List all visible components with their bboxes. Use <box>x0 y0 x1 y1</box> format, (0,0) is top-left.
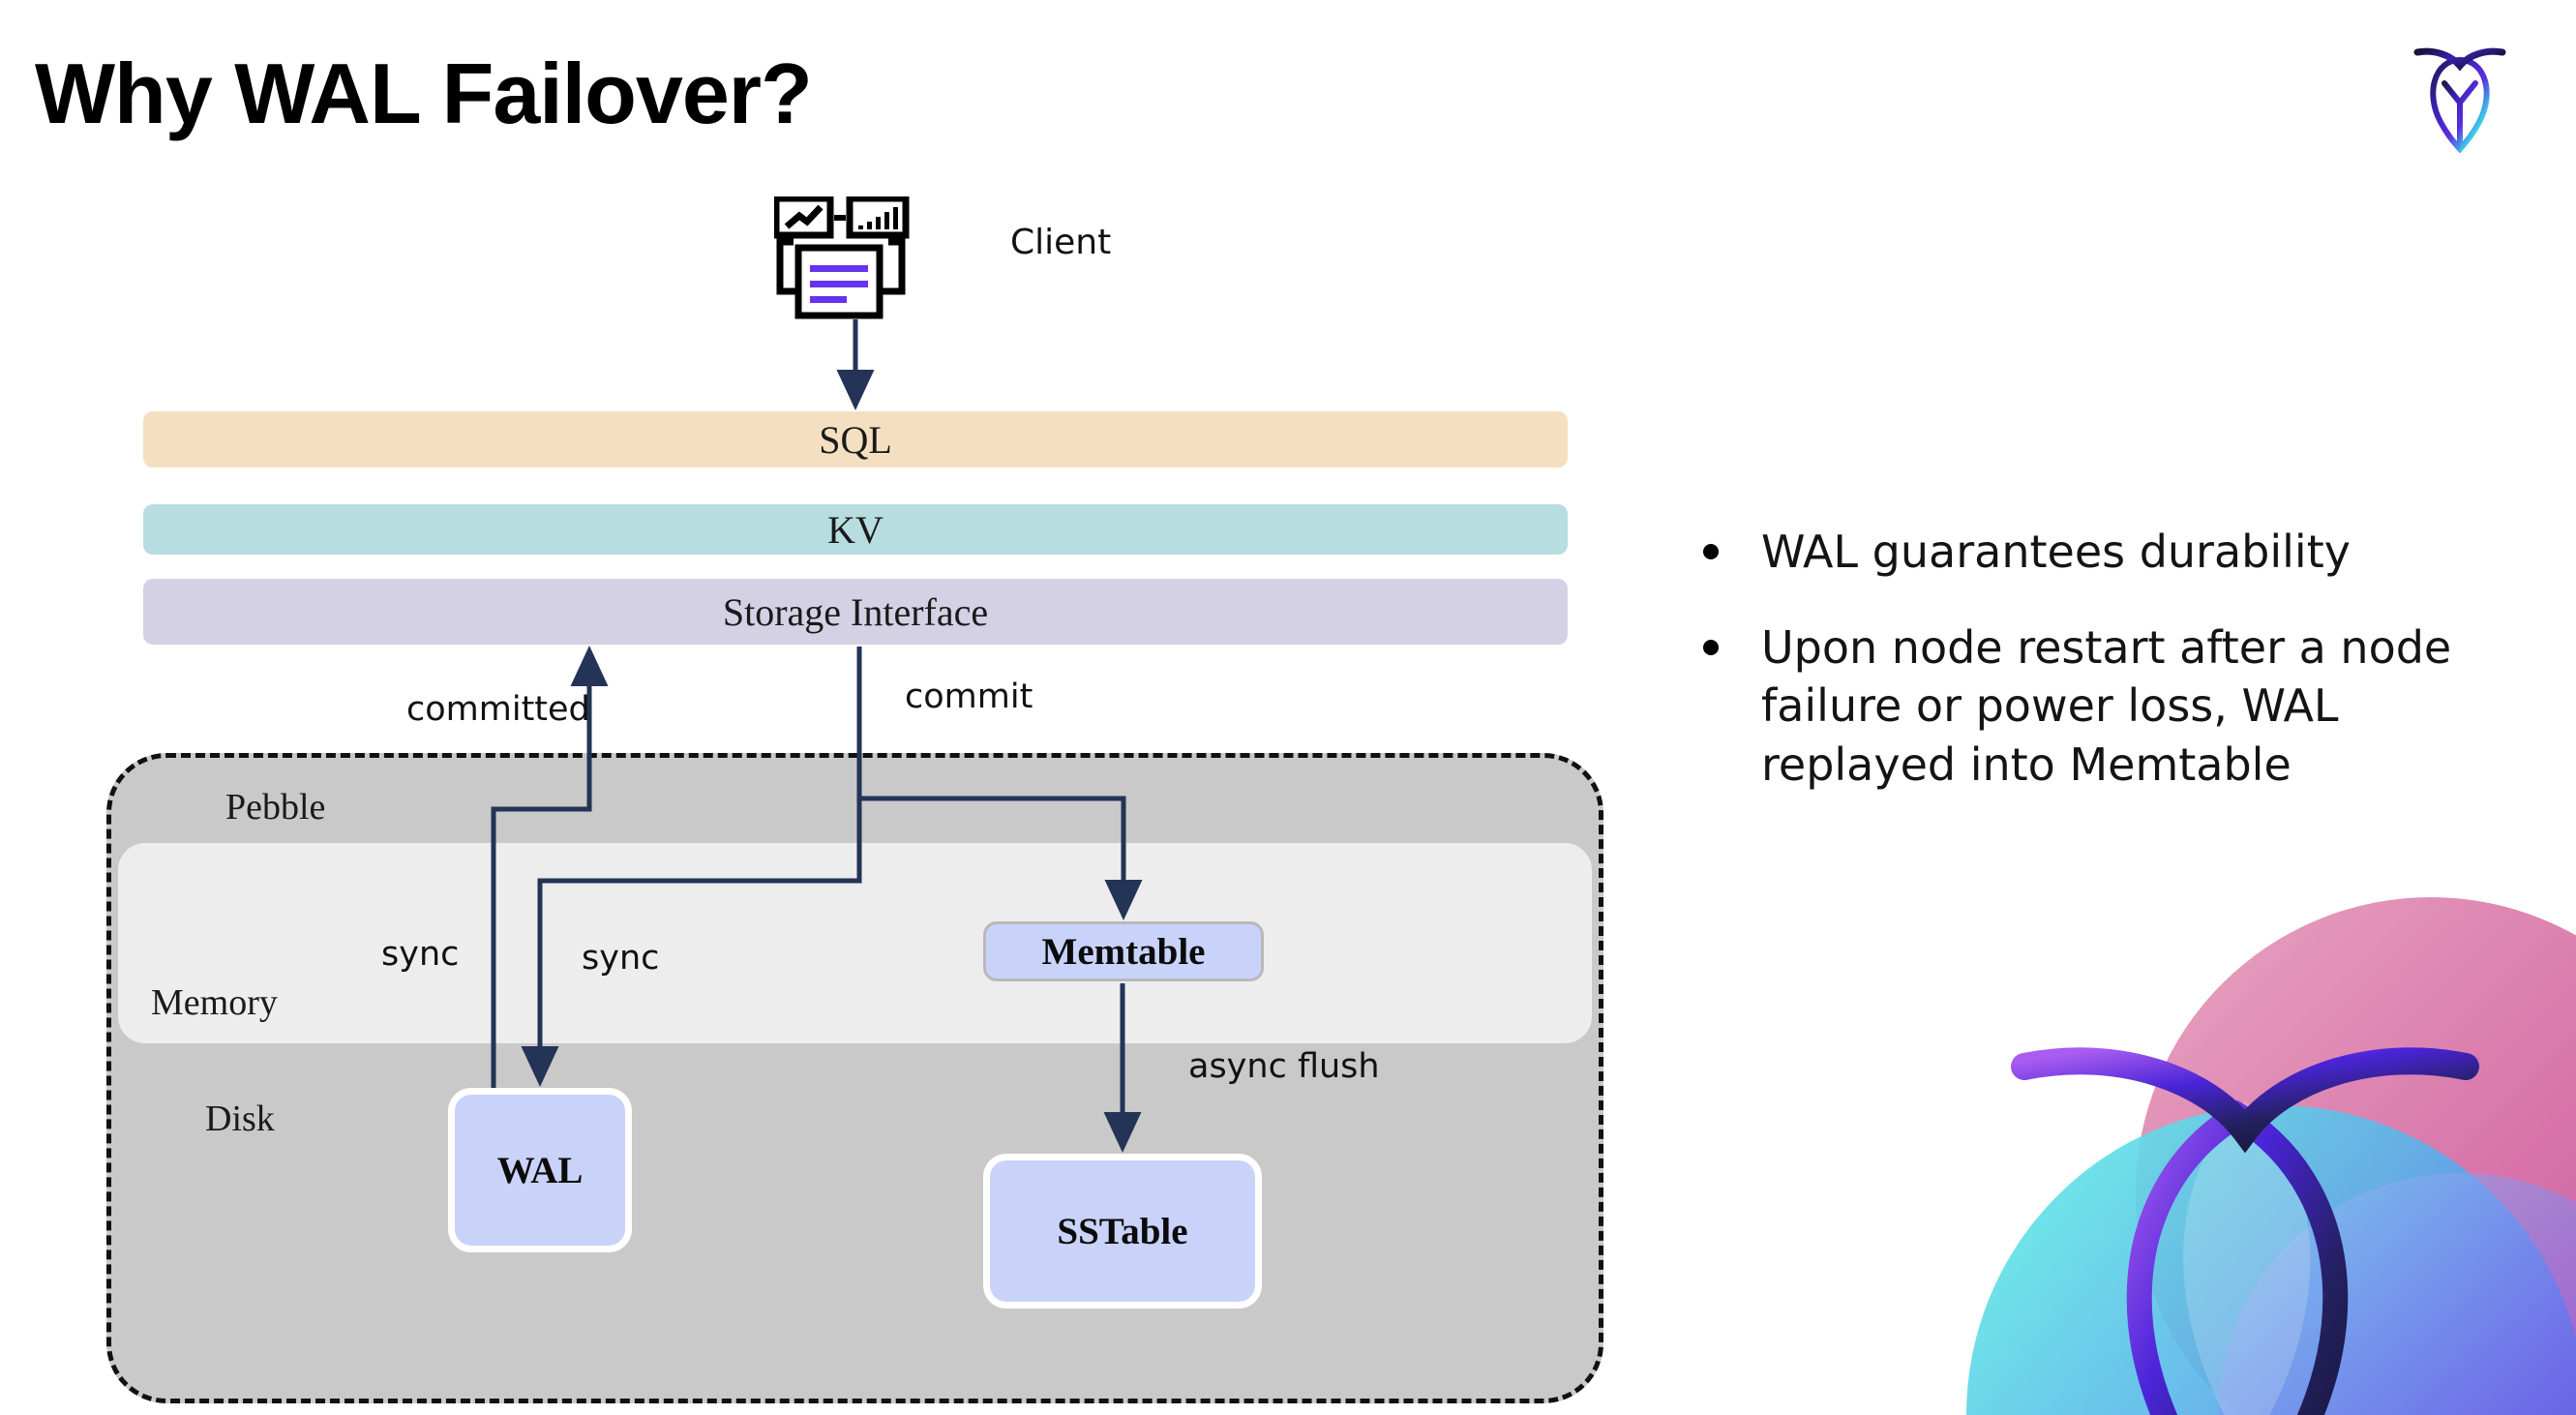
edge-label-sync-write: sync <box>582 939 660 978</box>
node-wal-label: WAL <box>496 1149 584 1191</box>
bullet-text: Upon node restart after a node failure o… <box>1761 620 2452 792</box>
disk-label: Disk <box>205 1099 275 1139</box>
pebble-label: Pebble <box>225 787 326 828</box>
layer-bar-sql-label: SQL <box>819 417 892 462</box>
list-item: WAL guarantees durability <box>1703 523 2535 582</box>
layer-bar-storage-interface-label: Storage Interface <box>722 589 989 634</box>
memory-label: Memory <box>151 982 278 1023</box>
bullet-text: WAL guarantees durability <box>1761 526 2351 578</box>
node-memtable: Memtable <box>983 921 1264 981</box>
memory-region <box>118 843 1592 1043</box>
page-title: Why WAL Failover? <box>35 45 813 141</box>
bullet-list: WAL guarantees durability Upon node rest… <box>1703 523 2535 831</box>
cockroach-labs-logo-icon <box>2408 33 2512 154</box>
edge-label-async-flush: async flush <box>1188 1047 1380 1086</box>
cockroach-labs-gradient-mark-icon <box>1918 873 2576 1415</box>
client-dashboard-icon <box>772 195 927 320</box>
client-label: Client <box>1010 223 1112 262</box>
layer-bar-kv: KV <box>143 504 1568 555</box>
node-memtable-label: Memtable <box>1041 930 1206 973</box>
edge-label-sync-ack: sync <box>381 935 460 974</box>
layer-bar-sql: SQL <box>143 411 1568 467</box>
architecture-diagram: Client SQL KV Storage Interface Pebble M… <box>106 195 1603 1403</box>
node-wal: WAL <box>448 1088 632 1252</box>
bullet-dot-icon <box>1703 639 1719 655</box>
layer-bar-storage-interface: Storage Interface <box>143 579 1568 645</box>
bullet-dot-icon <box>1703 544 1719 559</box>
node-sstable: SSTable <box>983 1154 1262 1309</box>
list-item: Upon node restart after a node failure o… <box>1703 618 2535 795</box>
layer-bar-kv-label: KV <box>827 507 884 552</box>
edge-label-committed: committed <box>406 690 590 729</box>
node-sstable-label: SSTable <box>1057 1210 1188 1252</box>
edge-label-commit: commit <box>905 677 1033 716</box>
